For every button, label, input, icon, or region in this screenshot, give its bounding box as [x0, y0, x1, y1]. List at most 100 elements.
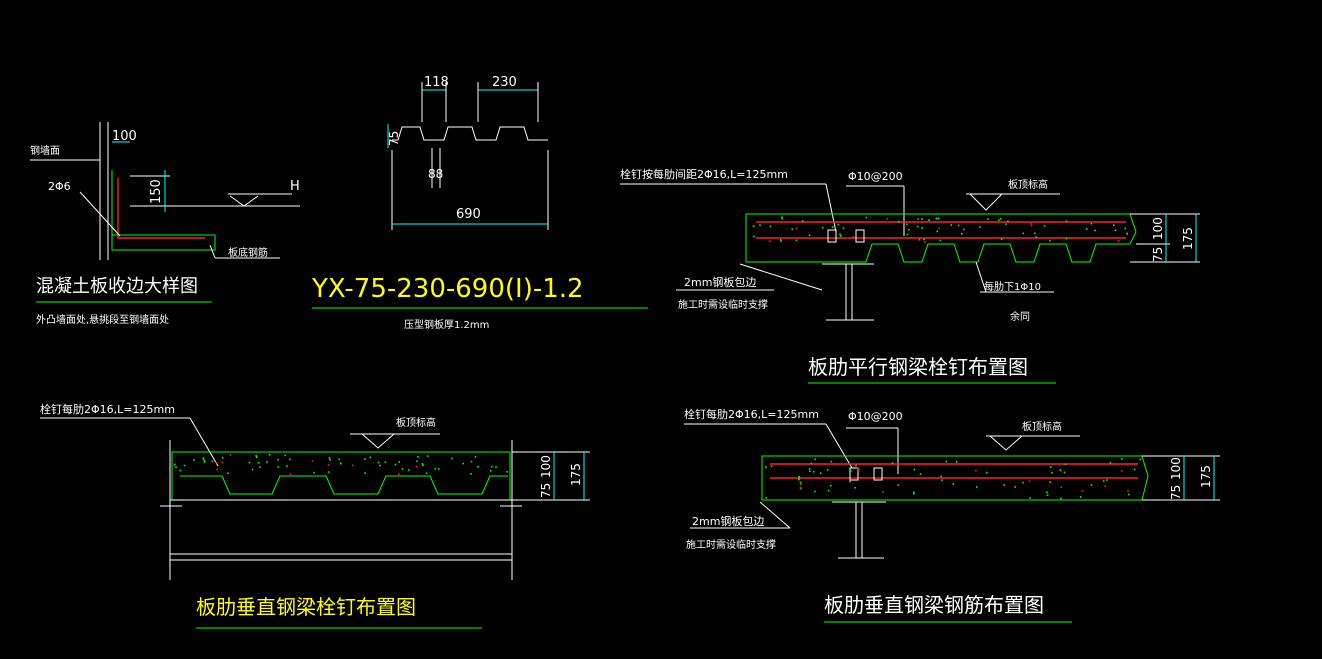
aggregate-dot	[284, 454, 286, 457]
aggregate-dot	[202, 458, 205, 460]
aggregate-dot	[801, 220, 804, 222]
aggregate-dot	[340, 462, 342, 465]
aggregate-dot	[1049, 466, 1052, 468]
aggregate-dot	[913, 491, 915, 494]
aggregate-dot	[248, 461, 251, 464]
aggregate-dot	[798, 477, 801, 480]
aggregate-dot	[975, 469, 977, 472]
deck-model: YX-75-230-690(I)-1.2	[311, 274, 584, 304]
aggregate-dot	[268, 454, 271, 456]
aggregate-dot	[1063, 471, 1066, 474]
perp-top-mark	[361, 433, 395, 449]
perp-rebar-top-label: 板顶标高	[1022, 420, 1062, 433]
aggregate-dot	[1014, 486, 1016, 488]
aggregate-dot	[855, 464, 857, 467]
aggregate-dot	[1029, 497, 1031, 499]
aggregate-dot	[1043, 225, 1046, 227]
dim-88-text: 88	[428, 167, 443, 181]
dim-75-text: 75	[387, 131, 401, 146]
aggregate-dot	[935, 217, 938, 220]
aggregate-dot	[1090, 222, 1093, 225]
aggregate-dot	[769, 225, 772, 228]
aggregate-dot	[1127, 489, 1129, 492]
aggregate-dot	[1139, 458, 1142, 461]
perp-rebar-phi10-label: Φ10@200	[848, 410, 903, 423]
aggregate-dot	[938, 227, 940, 229]
edge-title: 混凝土板收边大样图	[36, 276, 198, 297]
perp-rebar-top-mark	[989, 435, 1023, 451]
aggregate-dot	[821, 226, 824, 229]
rebar-leader	[209, 244, 216, 259]
plate-leader	[739, 263, 823, 291]
aggregate-dot	[1064, 463, 1067, 465]
aggregate-dot	[842, 227, 845, 230]
aggregate-dot	[369, 456, 372, 459]
aggregate-dot	[826, 469, 829, 471]
perp-dim-100: 100	[539, 455, 553, 478]
parallel-studs-label: 栓钉按每肋间距2Φ16,L=125mm	[620, 167, 788, 181]
aggregate-dot	[1000, 238, 1003, 241]
dim-150-text: 150	[149, 179, 164, 204]
aggregate-dot	[1102, 480, 1105, 482]
aggregate-dot	[174, 463, 176, 466]
aggregate-dot	[506, 471, 508, 473]
aggregate-dot	[998, 219, 1000, 222]
aggregate-dot	[377, 461, 380, 464]
2phi6-leader	[79, 191, 121, 237]
parallel-studs-detail: 栓钉按每肋间距2Φ16,L=125mm Φ10@200 板顶标高 2mm钢板包边…	[620, 167, 1200, 384]
aggregate-dot	[781, 217, 784, 220]
aggregate-dot	[193, 459, 195, 461]
aggregate-dot	[421, 463, 424, 465]
aggregate-dot	[908, 228, 910, 231]
perp-rebar-stud-l	[849, 467, 859, 481]
aggregate-dot	[897, 220, 900, 223]
aggregate-dot	[810, 462, 813, 465]
perp-studs-detail: 栓钉每肋2Φ16,L=125mm 板顶标高 100 75 175 板肋垂直钢梁栓…	[40, 402, 590, 629]
concrete-aggregate	[174, 216, 1142, 500]
aggregate-dot	[1005, 223, 1007, 225]
perp-studs-leader	[189, 417, 219, 467]
aggregate-dot	[770, 465, 773, 467]
aggregate-dot	[769, 240, 771, 242]
aggregate-dot	[1109, 461, 1112, 464]
aggregate-dot	[490, 470, 492, 472]
aggregate-dot	[891, 462, 894, 464]
aggregate-dot	[1060, 486, 1063, 489]
aggregate-dot	[351, 464, 354, 467]
aggregate-dot	[795, 227, 798, 230]
aggregate-dot	[328, 457, 331, 459]
aggregate-dot	[854, 486, 856, 489]
aggregate-dot	[1030, 222, 1032, 225]
aggregate-dot	[808, 468, 811, 470]
aggregate-dot	[985, 471, 988, 474]
perp-rebar-plate-leader	[759, 501, 791, 529]
aggregate-dot	[203, 461, 206, 463]
aggregate-dot	[401, 468, 404, 470]
aggregate-dot	[398, 461, 400, 463]
aggregate-dot	[979, 226, 981, 228]
aggregate-dot	[765, 497, 767, 499]
aggregate-dot	[830, 485, 832, 487]
perp-rebar-detail: 栓钉每肋2Φ16,L=125mm Φ10@200 板顶标高 2mm钢板包边 施工…	[684, 407, 1220, 623]
aggregate-dot	[952, 483, 955, 485]
aggregate-dot	[939, 239, 942, 242]
aggregate-dot	[277, 458, 279, 461]
perp-rebar-dim-175: 175	[1199, 465, 1213, 488]
aggregate-dot	[814, 490, 816, 493]
aggregate-dot	[1114, 229, 1117, 231]
aggregate-dot	[800, 483, 802, 486]
parallel-dim-100: 100	[1151, 217, 1165, 240]
aggregate-dot	[913, 468, 916, 471]
aggregate-dot	[1022, 232, 1024, 235]
aggregate-dot	[897, 484, 899, 486]
perp-dim-175: 175	[569, 463, 583, 486]
aggregate-dot	[215, 461, 217, 464]
aggregate-dot	[211, 460, 214, 463]
aggregate-dot	[203, 460, 206, 462]
edge-rebar	[117, 178, 205, 239]
aggregate-dot	[937, 217, 940, 219]
aggregate-dot	[831, 226, 834, 228]
parallel-dim-175: 175	[1181, 227, 1195, 250]
deck-outline	[392, 126, 548, 141]
aggregate-dot	[917, 225, 919, 228]
